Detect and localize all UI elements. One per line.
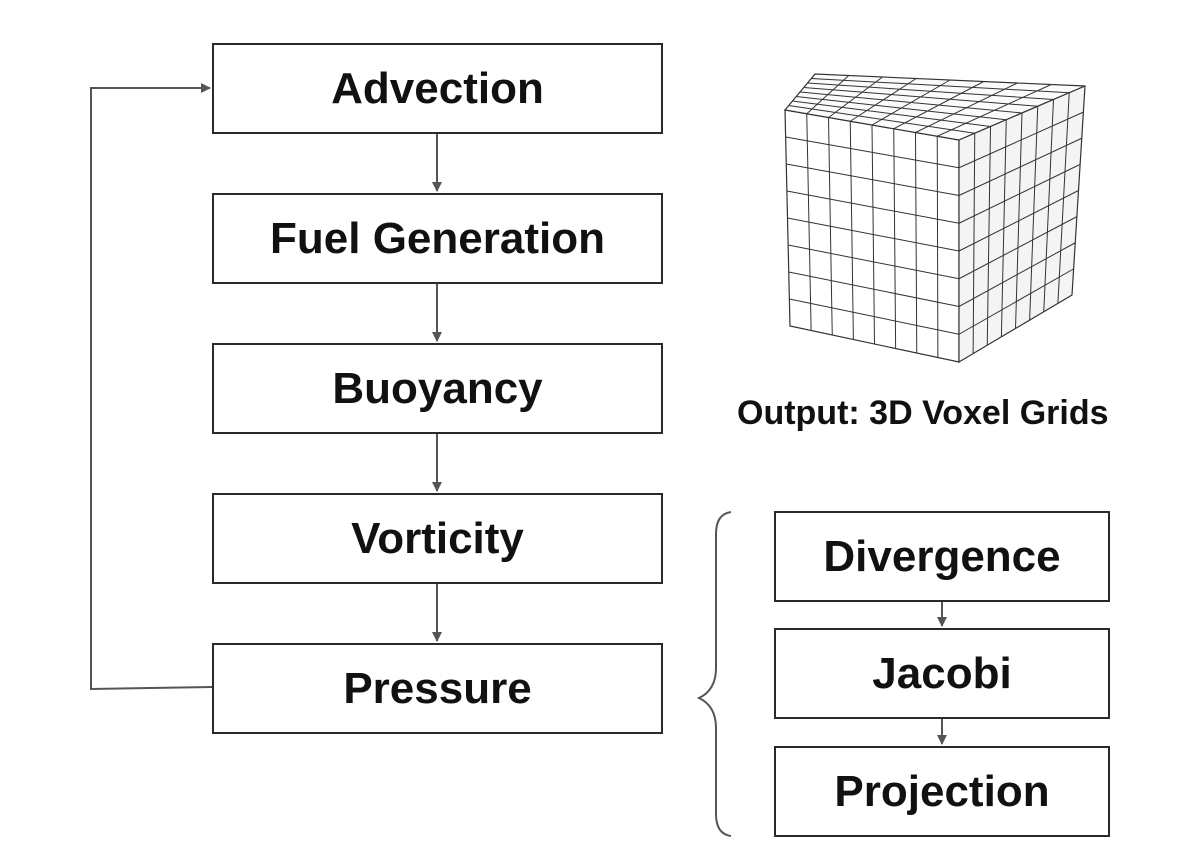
curly-brace bbox=[696, 511, 732, 837]
substep-projection: Projection bbox=[774, 746, 1110, 837]
output-caption: Output: 3D Voxel Grids bbox=[737, 394, 1109, 432]
substep-projection-label: Projection bbox=[834, 766, 1050, 816]
substep-jacobi-label: Jacobi bbox=[872, 648, 1012, 698]
step-advection-label: Advection bbox=[331, 63, 544, 113]
step-pressure: Pressure bbox=[212, 643, 663, 734]
step-fuel-generation: Fuel Generation bbox=[212, 193, 663, 284]
substep-divergence-label: Divergence bbox=[823, 531, 1061, 581]
step-pressure-label: Pressure bbox=[343, 663, 532, 713]
substep-jacobi: Jacobi bbox=[774, 628, 1110, 719]
step-advection: Advection bbox=[212, 43, 663, 134]
step-vorticity-label: Vorticity bbox=[351, 513, 524, 563]
loop-arrow-pressure-to-advection bbox=[90, 83, 213, 691]
step-fuel-generation-label: Fuel Generation bbox=[270, 213, 605, 263]
voxel-cube-icon bbox=[783, 73, 1086, 364]
substep-divergence: Divergence bbox=[774, 511, 1110, 602]
step-vorticity: Vorticity bbox=[212, 493, 663, 584]
step-buoyancy-label: Buoyancy bbox=[332, 363, 543, 413]
step-buoyancy: Buoyancy bbox=[212, 343, 663, 434]
